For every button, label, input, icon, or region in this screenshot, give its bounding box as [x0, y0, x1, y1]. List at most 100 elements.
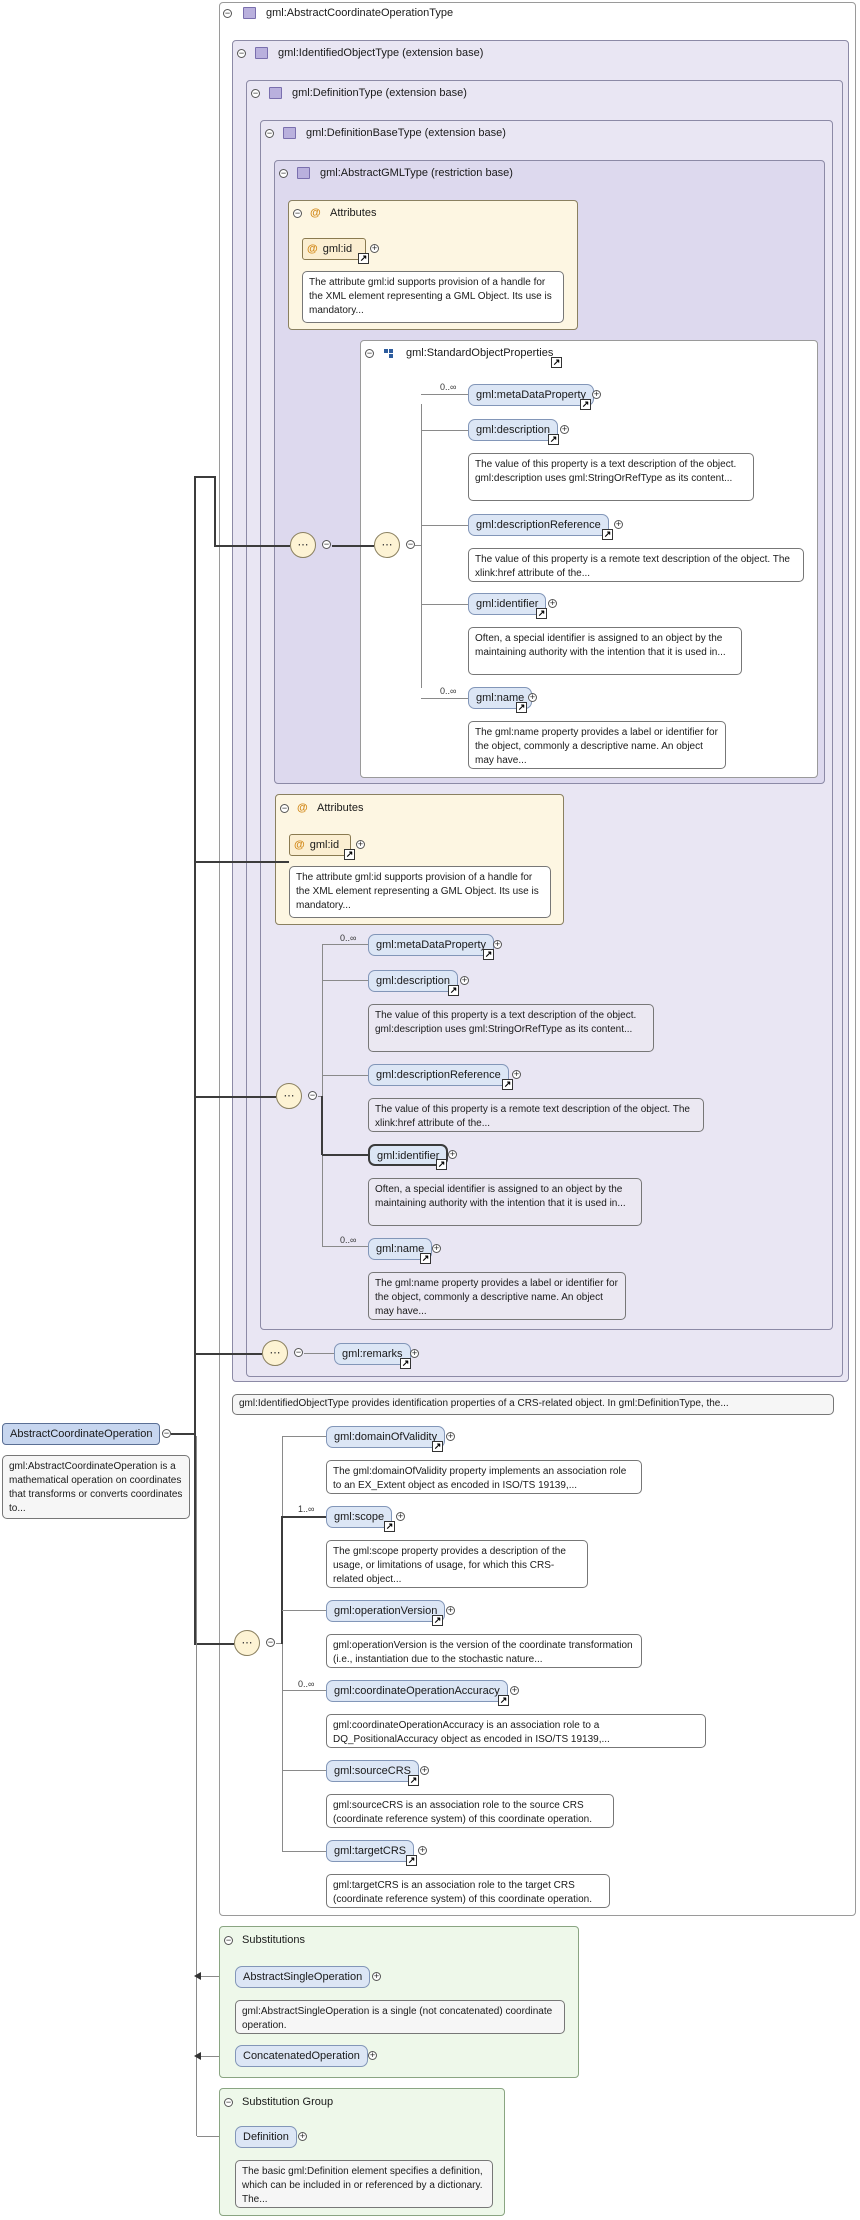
expand-icon[interactable]: + — [368, 2050, 377, 2060]
expand-icon[interactable]: + — [493, 939, 502, 949]
expand-icon[interactable]: + — [396, 1511, 405, 1521]
link-icon[interactable]: ↗ — [406, 1855, 417, 1866]
link-icon[interactable]: ↗ — [498, 1695, 509, 1706]
collapse-icon[interactable]: − — [406, 539, 415, 549]
element-operationversion[interactable]: gml:operationVersion — [326, 1600, 446, 1622]
link-icon[interactable]: ↗ — [551, 357, 562, 368]
element-name[interactable]: gml:name — [368, 1238, 433, 1260]
connector-line — [304, 1353, 334, 1354]
expand-icon[interactable]: + — [560, 424, 569, 434]
element-descriptionreference[interactable]: gml:descriptionReference — [368, 1064, 509, 1086]
element-targetcrs[interactable]: gml:targetCRS — [326, 1840, 415, 1862]
element-identifier-desc: Often, a special identifier is assigned … — [468, 627, 742, 675]
element-identifier-desc: Often, a special identifier is assigned … — [368, 1178, 642, 1226]
collapse-icon[interactable]: − — [294, 1347, 303, 1357]
link-icon[interactable]: ↗ — [344, 849, 355, 860]
link-icon[interactable]: ↗ — [483, 949, 494, 960]
connector-line — [194, 861, 289, 863]
element-metadataproperty[interactable]: gml:metaDataProperty — [368, 934, 495, 956]
link-icon[interactable]: ↗ — [408, 1775, 419, 1786]
connector-line — [171, 1433, 195, 1435]
expand-icon[interactable]: + — [592, 389, 601, 399]
link-icon[interactable]: ↗ — [502, 1079, 513, 1090]
element-domainofvalidity[interactable]: gml:domainOfValidity — [326, 1426, 446, 1448]
expand-icon[interactable]: + — [548, 598, 557, 608]
link-icon[interactable]: ↗ — [548, 434, 559, 445]
element-coordinateoperationaccuracy[interactable]: gml:coordinateOperationAccuracy — [326, 1680, 508, 1702]
link-icon[interactable]: ↗ — [400, 1358, 411, 1369]
link-icon[interactable]: ↗ — [358, 253, 369, 264]
element-description[interactable]: gml:description — [368, 970, 458, 992]
root-element[interactable]: AbstractCoordinateOperation — [2, 1423, 161, 1445]
link-icon[interactable]: ↗ — [580, 399, 591, 410]
element-description-desc: The value of this property is a text des… — [368, 1004, 654, 1052]
collapse-icon[interactable]: − — [265, 128, 274, 138]
link-icon[interactable]: ↗ — [420, 1253, 431, 1264]
expand-icon[interactable]: + — [410, 1348, 419, 1358]
collapse-icon[interactable]: − — [251, 88, 260, 98]
sequence-icon: ⋯ — [276, 1083, 302, 1109]
connector-line — [197, 2136, 235, 2137]
element-identifier[interactable]: gml:identifier — [368, 1144, 449, 1166]
collapse-icon[interactable]: − — [162, 1428, 171, 1438]
expand-icon[interactable]: + — [460, 975, 469, 985]
element-description[interactable]: gml:description — [468, 419, 558, 441]
collapse-icon[interactable]: − — [279, 168, 288, 178]
expand-icon[interactable]: + — [446, 1431, 455, 1441]
expand-icon[interactable]: + — [614, 519, 623, 529]
link-icon[interactable]: ↗ — [602, 529, 613, 540]
connector-line — [318, 1096, 322, 1097]
element-metadataproperty[interactable]: gml:metaDataProperty — [468, 384, 595, 406]
collapse-icon[interactable]: − — [365, 348, 374, 358]
element-abstractsingleoperation[interactable]: AbstractSingleOperation — [235, 1966, 371, 1988]
expand-icon[interactable]: + — [512, 1069, 521, 1079]
element-remarks[interactable]: gml:remarks — [334, 1343, 411, 1365]
link-icon[interactable]: ↗ — [432, 1441, 443, 1452]
element-concatenatedoperation[interactable]: ConcatenatedOperation — [235, 2045, 368, 2067]
collapse-icon[interactable]: − — [322, 539, 331, 549]
collapse-icon[interactable]: − — [223, 8, 232, 18]
expand-icon[interactable]: + — [356, 839, 365, 849]
link-icon[interactable]: ↗ — [432, 1615, 443, 1626]
identified-object-type-note: gml:IdentifiedObjectType provides identi… — [232, 1394, 834, 1415]
element-sourcecrs[interactable]: gml:sourceCRS — [326, 1760, 420, 1782]
collapse-icon[interactable]: − — [280, 803, 289, 813]
expand-icon[interactable]: + — [370, 243, 379, 253]
expand-icon[interactable]: + — [528, 692, 537, 702]
collapse-icon[interactable]: − — [308, 1090, 317, 1100]
link-icon[interactable]: ↗ — [516, 702, 527, 713]
element-operationversion-desc: gml:operationVersion is the version of t… — [326, 1634, 642, 1668]
connector-line — [421, 394, 468, 395]
connector-line — [197, 1976, 235, 1977]
connector-line — [282, 1770, 326, 1771]
attribute-gml-id[interactable]: @gml:id — [302, 238, 366, 260]
link-icon[interactable]: ↗ — [448, 985, 459, 996]
attribute-gml-id[interactable]: @gml:id — [289, 834, 351, 856]
link-icon[interactable]: ↗ — [384, 1521, 395, 1532]
element-identifier[interactable]: gml:identifier — [468, 593, 547, 615]
element-definition[interactable]: Definition — [235, 2126, 297, 2148]
collapse-icon[interactable]: − — [224, 2097, 233, 2107]
expand-icon[interactable]: + — [298, 2131, 307, 2141]
expand-icon[interactable]: + — [510, 1685, 519, 1695]
expand-icon[interactable]: + — [420, 1765, 429, 1775]
collapse-icon[interactable]: − — [293, 208, 302, 218]
connector-line — [322, 1154, 368, 1156]
element-descriptionreference[interactable]: gml:descriptionReference — [468, 514, 609, 536]
expand-icon[interactable]: + — [372, 1971, 381, 1981]
collapse-icon[interactable]: − — [237, 48, 246, 58]
complex-type-icon — [243, 7, 256, 19]
expand-icon[interactable]: + — [446, 1605, 455, 1615]
collapse-icon[interactable]: − — [266, 1637, 275, 1647]
collapse-icon[interactable]: − — [224, 1935, 233, 1945]
element-sourcecrs-desc: gml:sourceCRS is an association role to … — [326, 1794, 614, 1828]
expand-icon[interactable]: + — [432, 1243, 441, 1253]
link-icon[interactable]: ↗ — [436, 1159, 447, 1170]
connector-line — [415, 545, 421, 546]
cardinality: 0..∞ — [298, 1679, 315, 1689]
element-descriptionreference-desc: The value of this property is a remote t… — [368, 1098, 704, 1132]
expand-icon[interactable]: + — [448, 1149, 457, 1159]
expand-icon[interactable]: + — [418, 1845, 427, 1855]
element-scope[interactable]: gml:scope — [326, 1506, 393, 1528]
link-icon[interactable]: ↗ — [536, 608, 547, 619]
